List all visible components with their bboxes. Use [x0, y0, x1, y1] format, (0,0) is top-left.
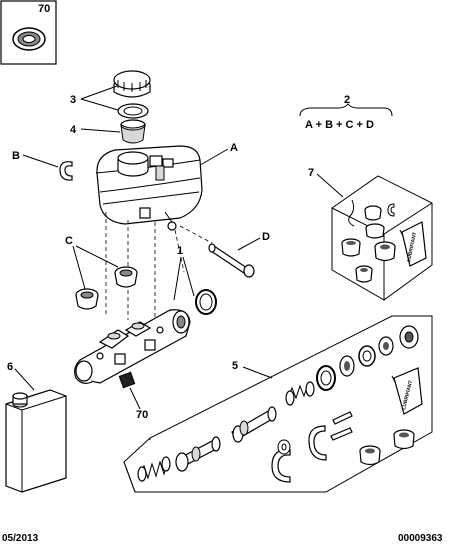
kit5-pins: [330, 411, 353, 441]
callout-A: A: [230, 142, 238, 154]
callout-70: 70: [136, 409, 148, 421]
callout-7: 7: [308, 167, 314, 179]
formula-brace: [299, 103, 393, 117]
repair-kit-5: LUBRIFIANT: [123, 315, 433, 493]
bolt-d: [208, 243, 255, 278]
kit7-grommet-left: [341, 238, 361, 257]
kit5-grommet-left: [359, 445, 381, 466]
fluid-reservoir-a: [95, 145, 203, 231]
o-ring-seal: [195, 289, 217, 315]
kit5-seal-b: [378, 336, 394, 356]
master-cylinder-body: [74, 309, 191, 384]
kit5-seal-d: [339, 355, 355, 377]
kit5-circlip-b: [271, 449, 291, 483]
kit5-spring-lower: [137, 456, 171, 482]
reservoir-filter: [120, 119, 146, 144]
kit7-grommet-low: [355, 265, 373, 283]
callout-3: 3: [70, 94, 76, 106]
retaining-clip-b: [59, 161, 73, 181]
grommet-seal-right: [114, 266, 138, 288]
kit-formula: 2 A + B + C + D: [299, 94, 393, 131]
lubricant-tube-kit7: LUBRIFIANT: [399, 221, 427, 267]
formula-ref-label: 2: [344, 94, 350, 106]
callout-5: 5: [232, 360, 238, 372]
kit5-piston-lower: [175, 436, 221, 472]
lubricant-tube-kit5: LUBRIFIANT: [391, 367, 423, 415]
callout-B: B: [12, 150, 20, 162]
grommet-seal-left: [75, 288, 99, 310]
seal-70-marker: [118, 371, 136, 389]
callout-6: 6: [7, 361, 13, 373]
footer-date: 05/2013: [2, 533, 39, 544]
callout-D: D: [262, 231, 270, 243]
kit5-retaining-ring: [277, 439, 291, 455]
kit5-grommet-right: [393, 429, 415, 450]
kit5-piston-upper: [231, 406, 277, 443]
cap-seal-ring: [117, 103, 149, 119]
seal-ring-icon: [12, 27, 46, 51]
footer-doc-number: 00009363: [398, 533, 443, 544]
formula-expression: A + B + C + D: [305, 119, 374, 131]
circlip-small-icon: [387, 203, 395, 217]
kit5-o-ring: [316, 365, 336, 391]
kit5-seal-c: [358, 345, 376, 367]
kit7-seal-top: [364, 205, 382, 221]
repair-kit-7: LUBRIFIANT: [331, 175, 433, 301]
kit5-circlip-a: [308, 425, 327, 461]
brake-fluid-can-6: [5, 389, 67, 493]
callout-1: 1: [177, 245, 183, 257]
kit7-seal-mid: [365, 223, 385, 239]
reservoir-cap: [113, 70, 151, 98]
kit7-grommet-center: [374, 241, 396, 262]
inset-panel-70: 70: [0, 0, 57, 65]
callout-C: C: [65, 235, 73, 247]
kit5-seal-a: [399, 325, 419, 349]
inset-ref-label: 70: [38, 3, 50, 15]
callout-4: 4: [70, 124, 77, 136]
kit5-spring-top: [285, 381, 315, 406]
